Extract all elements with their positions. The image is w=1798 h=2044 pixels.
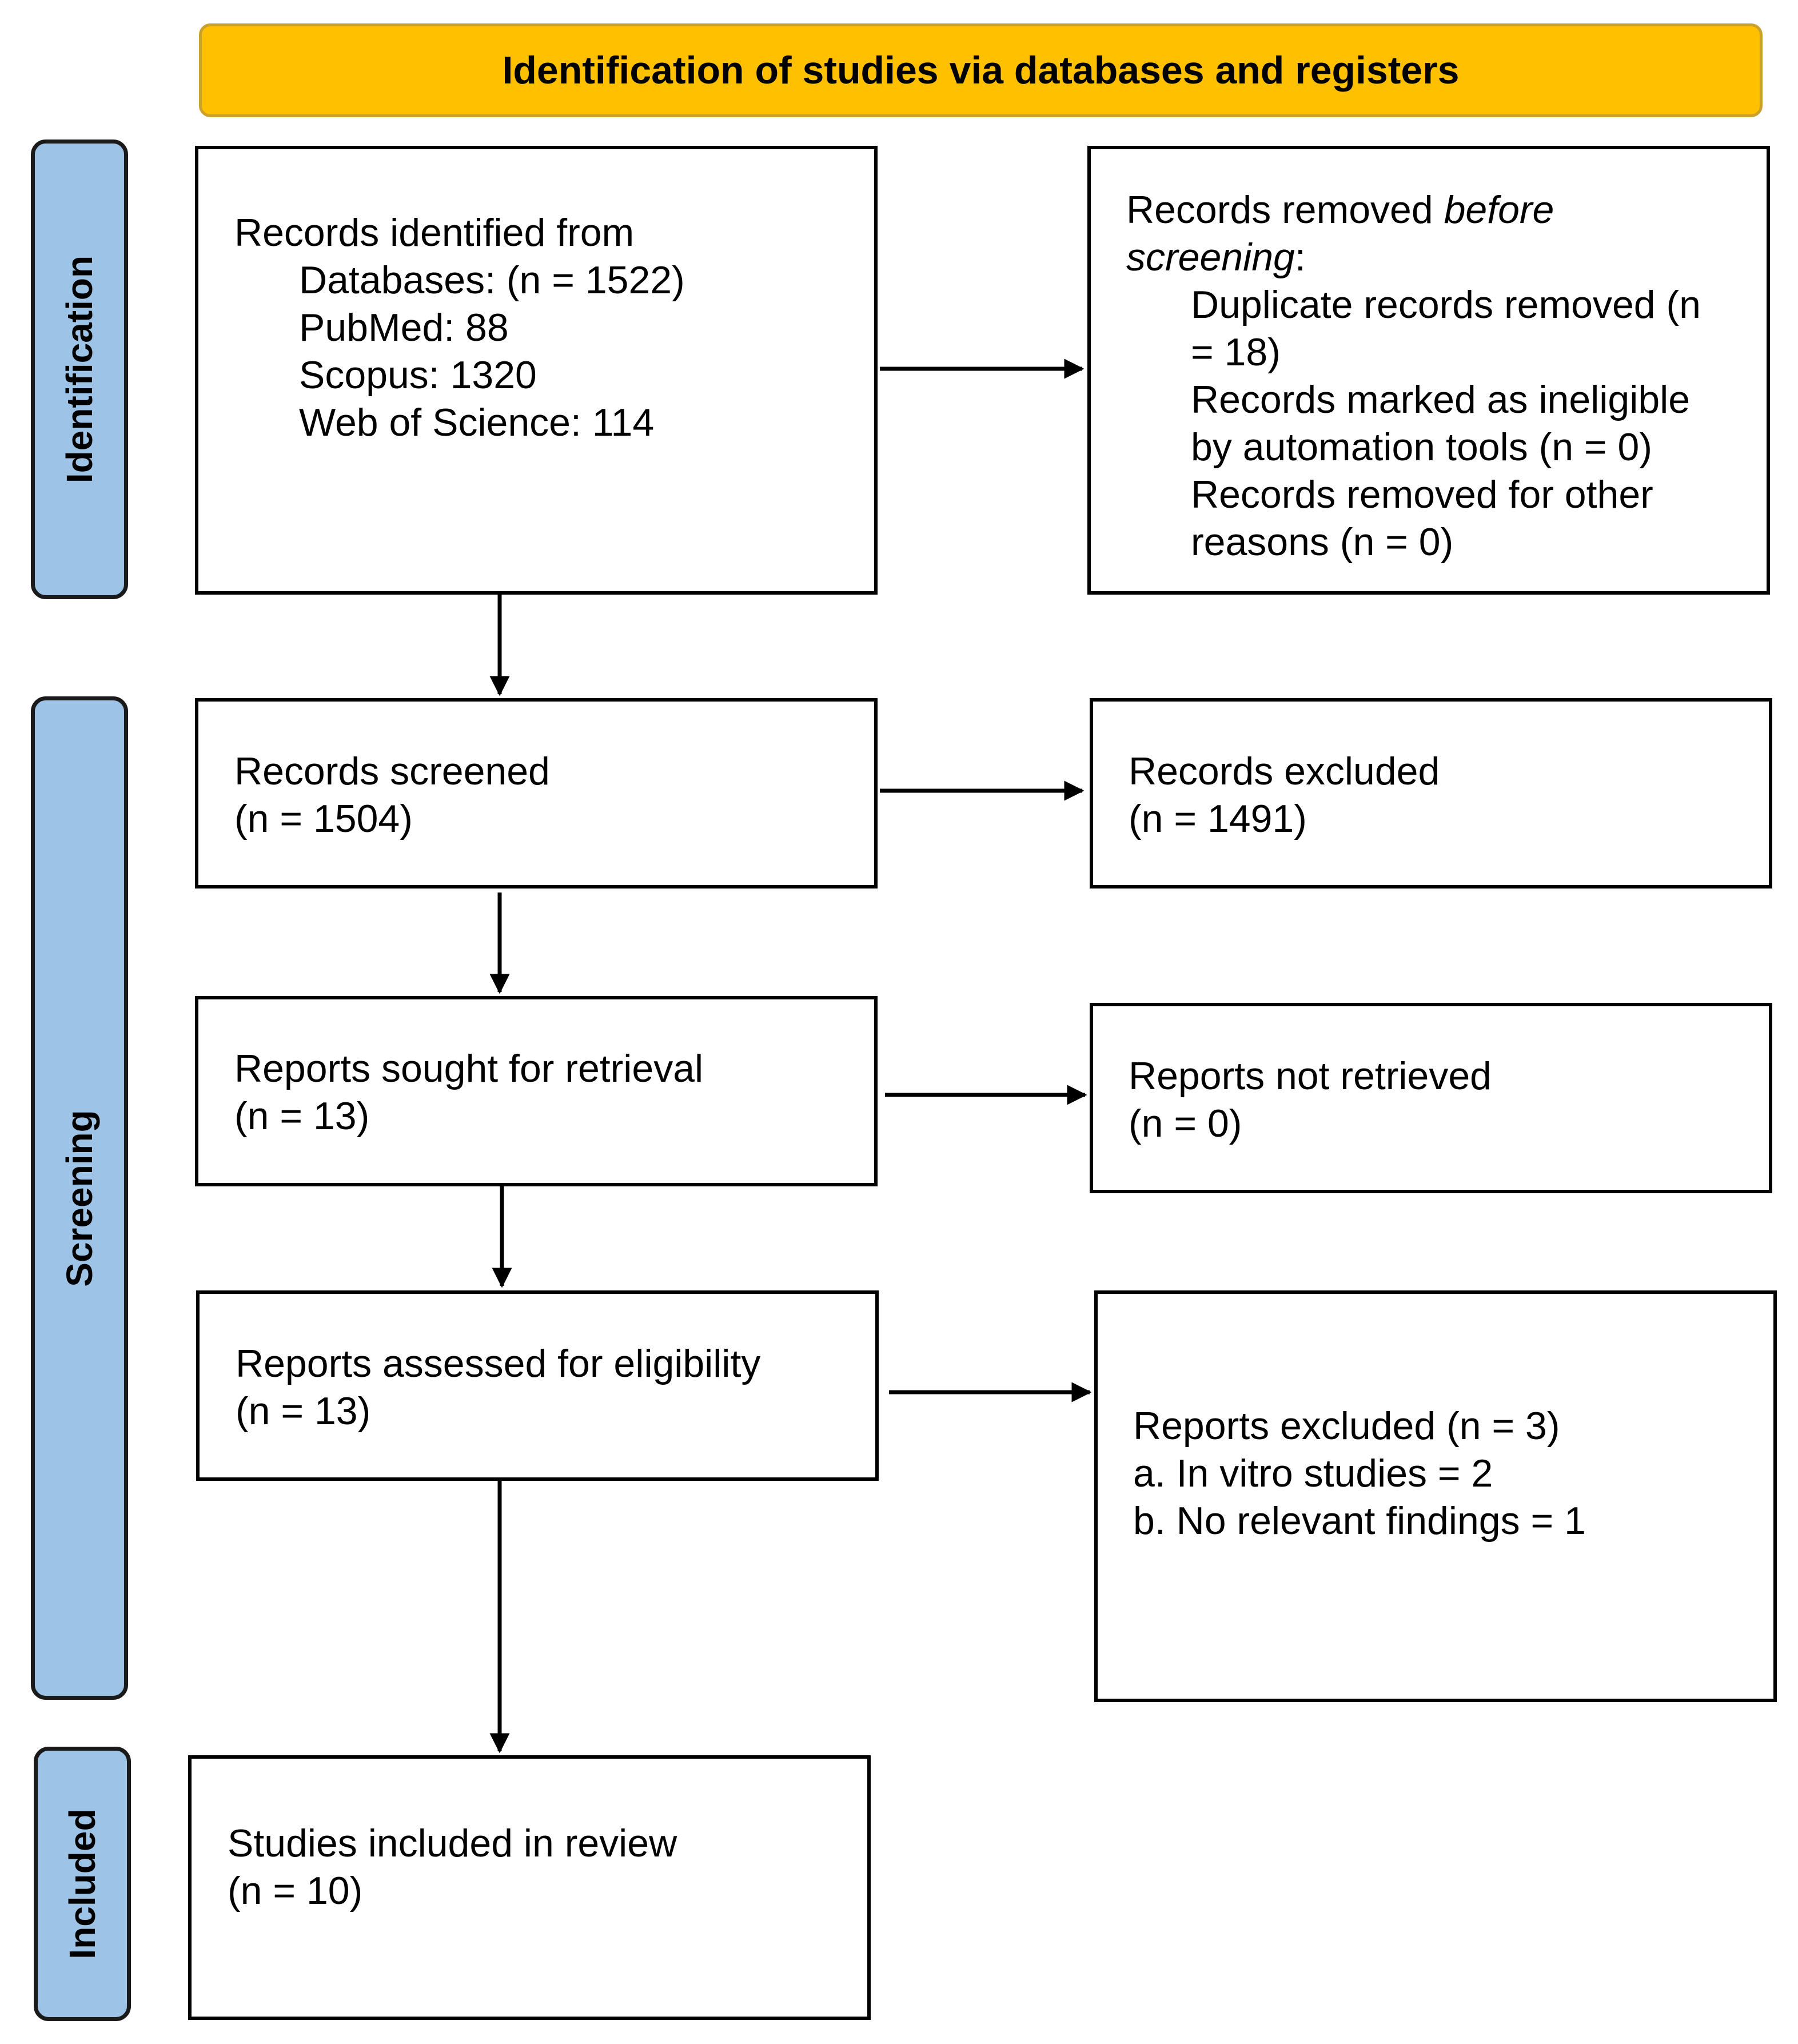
- records-removed-heading-suffix: :: [1294, 236, 1306, 279]
- reports-assessed-label: Reports assessed for eligibility: [236, 1342, 761, 1385]
- records-removed-heading-prefix: Records removed: [1126, 188, 1444, 232]
- exclusion-reason-no-findings: b. No relevant findings = 1: [1133, 1499, 1586, 1543]
- reports-sought-label: Reports sought for retrieval: [234, 1047, 704, 1090]
- reports-excluded-box: Reports excluded (n = 3) a. In vitro stu…: [1094, 1290, 1777, 1702]
- reports-sought-box: Reports sought for retrieval (n = 13): [195, 996, 878, 1186]
- reports-excluded-heading: Reports excluded (n = 3): [1133, 1404, 1560, 1448]
- records-removed-heading-cont: screening:: [1126, 234, 1767, 281]
- duplicates-line-2: = 18): [1191, 330, 1281, 374]
- records-excluded-box: Records excluded (n = 1491): [1090, 698, 1772, 888]
- reports-not-retrieved-label: Reports not retrieved: [1129, 1054, 1492, 1098]
- reports-assessed-box: Reports assessed for eligibility (n = 13…: [196, 1290, 879, 1481]
- records-screened-count: (n = 1504): [234, 797, 413, 840]
- reports-sought-count: (n = 13): [234, 1094, 370, 1138]
- other-reasons-line-1: Records removed for other: [1191, 473, 1653, 516]
- scopus-count: Scopus: 1320: [299, 353, 537, 397]
- studies-included-box: Studies included in review (n = 10): [188, 1755, 871, 2020]
- duplicates-line-1: Duplicate records removed (n: [1191, 283, 1701, 326]
- stage-screening: Screening: [31, 696, 128, 1700]
- reports-not-retrieved-count: (n = 0): [1129, 1102, 1242, 1145]
- records-screened-label: Records screened: [234, 750, 550, 793]
- records-removed-box: Records removed before screening: Duplic…: [1087, 146, 1770, 595]
- ineligible-line-1: Records marked as ineligible: [1191, 378, 1691, 421]
- stage-identification: Identification: [31, 140, 128, 599]
- records-screened-box: Records screened (n = 1504): [195, 698, 878, 888]
- studies-included-label: Studies included in review: [228, 1822, 677, 1865]
- header-title: Identification of studies via databases …: [199, 23, 1763, 117]
- records-identified-heading: Records identified from: [234, 211, 635, 254]
- records-removed-heading-italic-1: before: [1444, 188, 1554, 232]
- records-identified-box: Records identified from Databases: (n = …: [195, 146, 878, 595]
- exclusion-reason-in-vitro: a. In vitro studies = 2: [1133, 1452, 1493, 1495]
- databases-count: Databases: (n = 1522): [299, 258, 685, 302]
- records-excluded-count: (n = 1491): [1129, 797, 1307, 840]
- records-removed-heading: Records removed before: [1126, 186, 1767, 234]
- reports-not-retrieved-box: Reports not retrieved (n = 0): [1090, 1003, 1772, 1193]
- web-of-science-count: Web of Science: 114: [299, 401, 655, 444]
- records-excluded-label: Records excluded: [1129, 750, 1440, 793]
- ineligible-line-2: by automation tools (n = 0): [1191, 425, 1653, 469]
- records-removed-heading-italic-2: screening: [1126, 236, 1295, 279]
- pubmed-count: PubMed: 88: [299, 306, 509, 349]
- stage-included: Included: [34, 1747, 131, 2021]
- other-reasons-line-2: reasons (n = 0): [1191, 520, 1454, 564]
- reports-assessed-count: (n = 13): [236, 1389, 371, 1433]
- studies-included-count: (n = 10): [228, 1869, 363, 1912]
